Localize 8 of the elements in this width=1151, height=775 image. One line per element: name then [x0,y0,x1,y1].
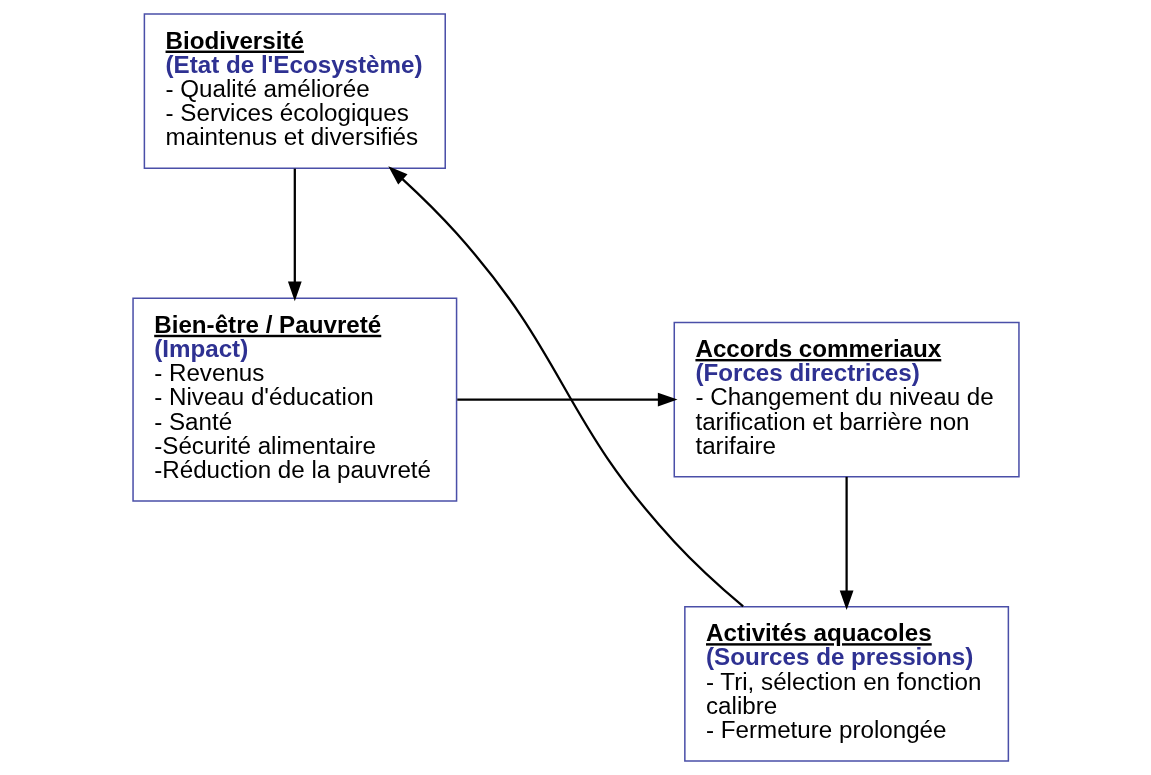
arrow [456,392,678,407]
arrow [839,476,853,611]
node-box: Biodiversité (Etat de l'Ecosystème) - Qualité améliorée - Services écologiques maintenus et diversifiés [143,13,446,170]
node-box: Activités aquacoles (Sources de pressions) - Tri, sélection en fonction calibre - Fermeture prolongée [683,605,1009,762]
node-box: Bien-être / Pauvreté (Impact) - Revenus - Niveau d'éducation - Santé -Sécurité alimentaire -Réduction de la pauvreté [131,297,457,502]
arrow [387,166,744,608]
arrow [287,168,302,302]
node-box: Accords commeriaux (Forces directrices) - Changement du niveau de tarification et barrière non tarifaire [673,321,1020,478]
